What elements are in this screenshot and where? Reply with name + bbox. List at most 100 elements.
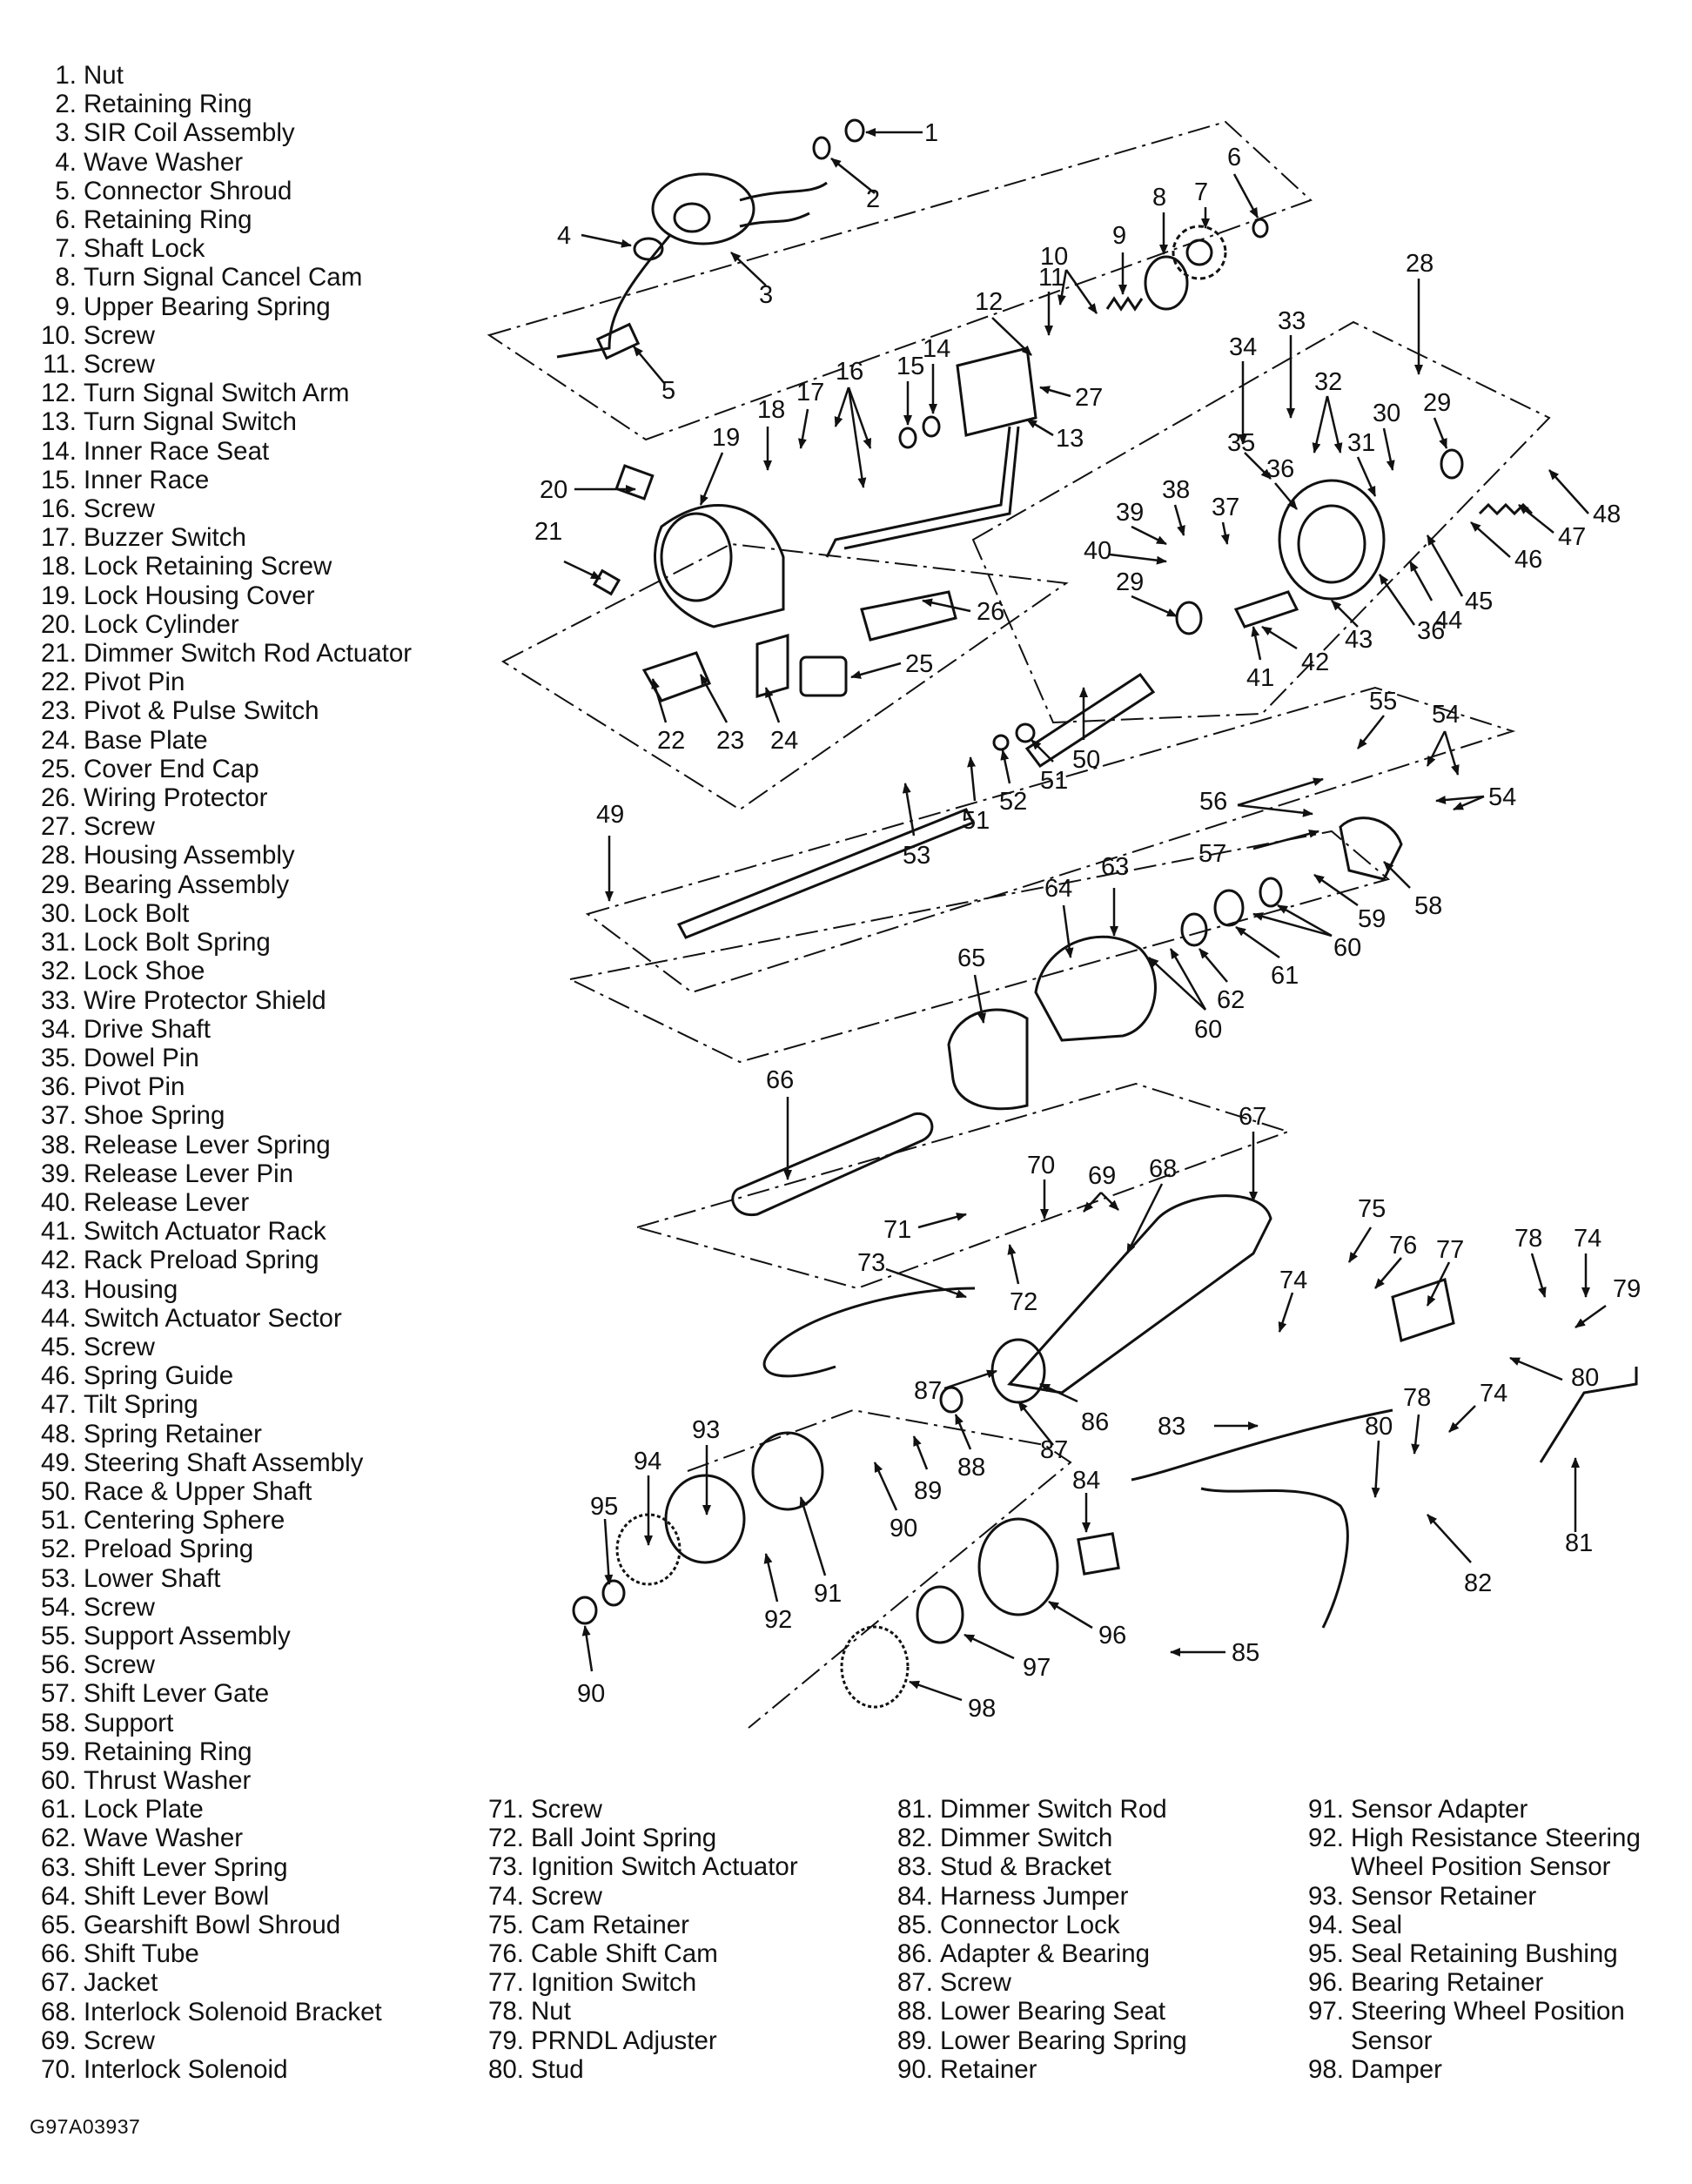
callout-19: 19: [712, 424, 740, 452]
callout-82: 82: [1464, 1569, 1492, 1597]
legend-item-number: 65.: [40, 1911, 77, 1939]
callout-6: 6: [1227, 144, 1241, 171]
legend-item-number: 15.: [40, 465, 77, 494]
legend-item-number: 76.: [487, 1939, 524, 1969]
leader-56b: [1237, 803, 1313, 817]
callout-70: 70: [1027, 1152, 1055, 1179]
callout-57: 57: [1198, 840, 1226, 868]
legend-item-label: Turn Signal Switch: [84, 407, 297, 437]
bearing-retainer-part: [977, 1517, 1059, 1616]
legend-item: 77.Ignition Switch: [477, 1968, 798, 1997]
turn-signal-wires: [825, 426, 1020, 558]
dimmer-switch-rod-part: [1539, 1367, 1638, 1463]
housing-bore: [1297, 504, 1366, 584]
retaining-ring-part: [812, 136, 831, 160]
legend-item: 34.Drive Shaft: [30, 1015, 412, 1044]
leader-21: [563, 560, 601, 581]
leader-31: [1356, 456, 1377, 497]
legend-item-number: 89.: [896, 2026, 933, 2055]
legend-item-number: 3.: [55, 118, 77, 148]
leader-25: [850, 662, 902, 679]
leader-74b: [1278, 1292, 1294, 1333]
sensor-retainer-part: [664, 1474, 746, 1564]
legend-item: 12.Turn Signal Switch Arm: [30, 379, 412, 407]
callout-65: 65: [957, 944, 985, 972]
legend-item: 83.Stud & Bracket: [886, 1852, 1187, 1881]
callout-30: 30: [1373, 400, 1400, 427]
legend-item-label: Spring Retainer: [84, 1419, 262, 1448]
leader-29a: [1433, 417, 1448, 449]
legend-item-number: 41.: [40, 1217, 77, 1247]
legend-item: 70.Interlock Solenoid: [30, 2055, 412, 2084]
legend-item-label: Support: [84, 1708, 174, 1737]
legend-item-label: Lower Bearing Seat: [940, 1997, 1166, 2026]
callout-77: 77: [1436, 1236, 1464, 1264]
legend-item: 52.Preload Spring: [30, 1535, 412, 1563]
leader-29b: [1131, 595, 1178, 618]
callout-45: 45: [1465, 588, 1493, 615]
leader-5: [633, 346, 665, 384]
callout-39: 39: [1116, 499, 1144, 527]
legend-item: 91.Sensor Adapter: [1297, 1795, 1641, 1824]
legend-item: 37.Shoe Spring: [30, 1101, 412, 1130]
legend-item: 24.Base Plate: [30, 726, 412, 755]
leader-54a: [1426, 730, 1447, 767]
legend-item-number: 96.: [1307, 1968, 1344, 1998]
legend-item-label: Switch Actuator Rack: [84, 1217, 326, 1247]
callout-79: 79: [1613, 1275, 1641, 1303]
callout-11: 11: [1038, 264, 1064, 292]
leader-39: [1131, 525, 1167, 546]
leader-86: [1039, 1382, 1078, 1403]
legend-item: 39.Release Lever Pin: [30, 1159, 412, 1188]
upper-shaft-part: [1024, 672, 1156, 769]
legend-item-number: 14.: [40, 436, 77, 466]
legend-item: 1.Nut: [30, 61, 412, 90]
legend-item-label: Housing: [84, 1274, 178, 1304]
callout-93: 93: [692, 1416, 720, 1444]
leader-12: [991, 317, 1032, 356]
leader-32a: [1312, 395, 1329, 454]
leader-89: [912, 1435, 929, 1470]
leader-57: [1252, 830, 1319, 850]
leader-60a: [1277, 904, 1333, 937]
legend-item-number: 38.: [40, 1130, 77, 1159]
callout-58: 58: [1414, 892, 1442, 920]
legend-item-number: 2.: [55, 90, 77, 119]
legend-item: 66.Shift Tube: [30, 1939, 412, 1968]
legend-item-label: Turn Signal Cancel Cam: [84, 263, 363, 292]
callout-67: 67: [1239, 1103, 1266, 1131]
legend-item: 23.Pivot & Pulse Switch: [30, 696, 412, 725]
legend-item-number: 60.: [40, 1765, 77, 1795]
legend-item: 30.Lock Bolt: [30, 899, 412, 928]
leader-32b: [1326, 395, 1343, 454]
legend-item-number: 80.: [487, 2054, 524, 2084]
components: [556, 118, 1638, 1709]
cover-end-cap-part: [799, 655, 848, 697]
legend-item: 10.Screw: [30, 321, 412, 350]
shift-lever-bowl-part: [1034, 935, 1157, 1042]
legend-item-number: 79.: [487, 2026, 524, 2055]
callout-29: 29: [1423, 389, 1451, 417]
callout-43: 43: [1345, 626, 1373, 654]
callout-90: 90: [577, 1680, 605, 1708]
legend-item: 71.Screw: [477, 1795, 798, 1824]
legend-item-label: Centering Sphere: [84, 1506, 285, 1536]
legend-item-number: 25.: [40, 754, 77, 783]
legend-item-number: 52.: [40, 1535, 77, 1564]
leader-80a: [1509, 1356, 1563, 1381]
cancel-cam-part: [1144, 255, 1189, 311]
legend-item-label: Screw: [84, 350, 155, 380]
legend-item: 11.Screw: [30, 350, 412, 379]
legend-item-label: Connector Shroud: [84, 176, 292, 205]
leader-45: [1426, 534, 1464, 597]
legend-item-number: 53.: [40, 1563, 77, 1593]
leader-38: [1173, 504, 1185, 536]
legend-item-number: 92.: [1307, 1824, 1344, 1853]
legend-item-label: Lock Cylinder: [84, 609, 239, 639]
legend-item: 42.Rack Preload Spring: [30, 1246, 412, 1274]
callout-22: 22: [657, 727, 685, 755]
leader-91: [799, 1496, 827, 1576]
leader-71: [917, 1213, 967, 1229]
retaining-ring-6-part: [1252, 218, 1269, 239]
legend-item: 84.Harness Jumper: [886, 1882, 1187, 1911]
